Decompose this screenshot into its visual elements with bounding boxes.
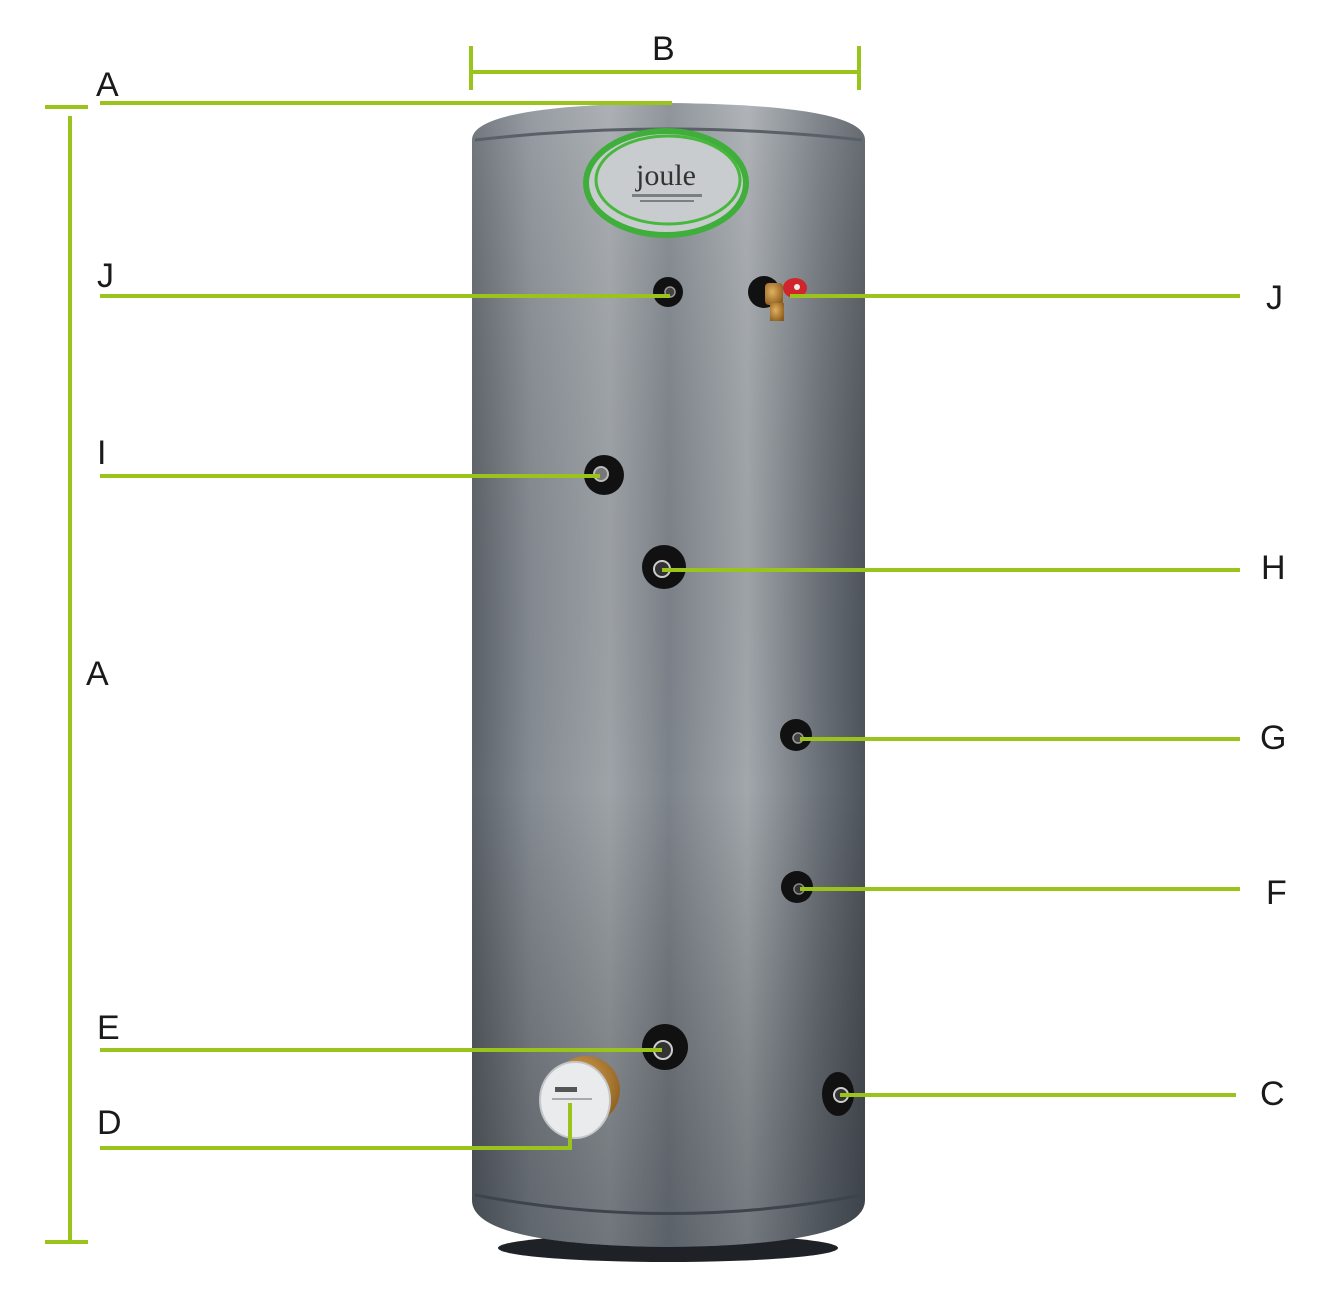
- label-d: D: [97, 1104, 122, 1142]
- leader-lines: [45, 46, 1240, 1244]
- label-i: I: [97, 434, 106, 472]
- hot-water-cylinder: joule: [472, 103, 865, 1262]
- port-g: [780, 719, 812, 751]
- labels: B A A J J I H G F E C D: [86, 30, 1287, 1142]
- label-h: H: [1261, 549, 1286, 587]
- pressure-relief-valve: [748, 276, 807, 321]
- label-a-side: A: [86, 655, 109, 693]
- label-g: G: [1260, 719, 1286, 757]
- label-j-left: J: [97, 257, 114, 295]
- port-f: [781, 871, 813, 903]
- port-j-left: [653, 277, 683, 307]
- label-e: E: [97, 1009, 120, 1047]
- port-e: [642, 1024, 688, 1070]
- bottom-rim: [474, 1193, 863, 1215]
- label-c: C: [1260, 1075, 1285, 1113]
- svg-text:joule: joule: [635, 159, 696, 192]
- leader-line-d: [100, 1103, 572, 1150]
- joule-logo: joule: [583, 128, 749, 238]
- label-f: F: [1266, 874, 1287, 912]
- label-j-right: J: [1266, 279, 1283, 317]
- port-h: [642, 545, 686, 589]
- label-b: B: [652, 30, 675, 68]
- label-a-top: A: [96, 66, 119, 104]
